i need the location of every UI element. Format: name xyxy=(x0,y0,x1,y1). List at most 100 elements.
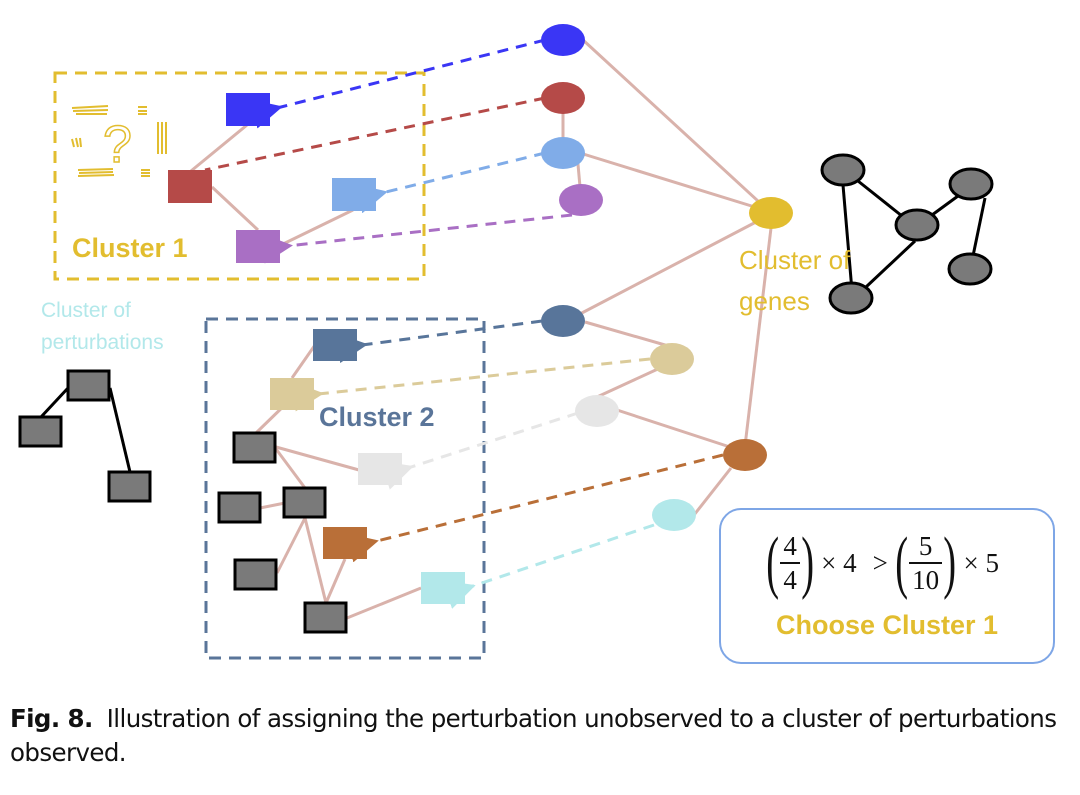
close-paren: ) xyxy=(943,524,957,601)
legend-gene-node xyxy=(820,153,866,187)
perturbation-node-dark xyxy=(233,558,278,591)
perturbation-edge xyxy=(210,185,260,232)
legend-gene-edge xyxy=(841,184,854,292)
mapping-arrow-cyan xyxy=(442,523,655,609)
legend-perturbation-edge xyxy=(108,387,132,473)
gene-edge xyxy=(596,366,661,399)
gene-edges xyxy=(561,38,773,516)
perturbation-assignment-diagram: ? Cluster 1 Cluster 2 Cluster of perturb… xyxy=(18,24,994,660)
perturbation-node-purple xyxy=(236,230,280,263)
gene-node-lightblue xyxy=(541,137,585,169)
cluster2-boundary xyxy=(204,317,486,660)
gene-edge xyxy=(579,151,759,210)
caption-text: Illustration of assigning the perturbati… xyxy=(10,704,1057,767)
cluster2-label: Cluster 2 xyxy=(319,402,435,432)
gene-node-cyan xyxy=(652,499,696,531)
figure-label: Fig. 8. xyxy=(10,704,93,733)
mapping-arrow-lightblue xyxy=(355,151,546,214)
gene-node-steel xyxy=(541,305,585,337)
gene-node-orange xyxy=(723,439,767,471)
perturbation-node-lightblue xyxy=(332,178,376,211)
gene-edge xyxy=(577,220,757,317)
cluster1-label: Cluster 1 xyxy=(72,233,188,263)
perturbation-edge xyxy=(290,344,317,379)
perturbation-node-blue xyxy=(226,93,270,126)
gene-edge xyxy=(616,408,734,450)
legend-gene-node xyxy=(948,167,994,201)
mapping-arrow-purple xyxy=(261,213,573,264)
legend-gene-edge xyxy=(971,197,987,257)
legend-perturbation-node xyxy=(66,369,111,402)
legend-gene-node xyxy=(828,281,874,315)
perturbation-edge xyxy=(275,445,360,472)
cluster-of-perturbations-label-line1: Cluster of xyxy=(41,299,131,322)
perturbation-node-dark xyxy=(232,431,277,464)
open-paren: ( xyxy=(895,524,908,601)
gene-edge xyxy=(584,320,673,349)
cluster1-boundary xyxy=(53,71,426,281)
perturbation-node-tan xyxy=(270,378,314,410)
mapping-arrow-steel xyxy=(336,319,543,364)
decision-result: Choose Cluster 1 xyxy=(775,610,999,640)
comparison-formula: ( 4 4 ) × 4 > ( 5 10 ) × 5 xyxy=(721,528,1053,598)
gene-edge xyxy=(692,467,733,516)
perturbation-edge xyxy=(274,448,307,489)
figure-caption: Fig. 8.Illustration of assigning the per… xyxy=(10,702,1075,770)
legend-gene-node xyxy=(947,252,993,286)
gene-edge xyxy=(743,227,773,447)
left-numerator: 4 xyxy=(783,530,797,561)
perturbation-node-lightgray xyxy=(358,453,402,485)
left-fraction: 4 4 xyxy=(780,532,800,594)
legend-perturbation-edge xyxy=(39,386,70,419)
perturbation-node-dark xyxy=(282,486,327,519)
right-denominator: 10 xyxy=(912,564,940,595)
gene-node-hub xyxy=(749,197,793,229)
legend-gene-edge xyxy=(931,194,959,217)
gene-node-red xyxy=(541,82,585,114)
legend-gene-edge xyxy=(857,179,903,218)
gene-edge xyxy=(581,38,773,215)
mapping-arrow-blue xyxy=(250,38,546,129)
right-fraction: 5 10 xyxy=(909,530,943,595)
question-mark: ? xyxy=(103,116,132,174)
perturbation-edge xyxy=(346,586,422,620)
perturbation-edge xyxy=(190,123,248,173)
mapping-arrow-red xyxy=(204,96,546,172)
left-denominator: 4 xyxy=(783,564,797,595)
cluster-of-genes-label-line1: Cluster of xyxy=(739,245,851,275)
perturbation-edge xyxy=(275,517,307,574)
perturbation-node-dark xyxy=(217,491,262,524)
mapping-arrow-orange xyxy=(346,453,724,563)
perturbation-node-cyan xyxy=(421,572,465,604)
perturbation-node-orange xyxy=(323,527,367,559)
right-numerator: 5 xyxy=(918,530,933,561)
decision-formula-box: ( 4 4 ) × 4 > ( 5 10 ) × 5 Choose Cluste… xyxy=(719,508,1055,664)
legend-gene-node xyxy=(894,208,940,242)
legend-gene-edge xyxy=(864,239,917,289)
perturbation-node-red xyxy=(168,170,212,203)
legend-perturbation-node xyxy=(107,470,152,503)
mapping-arrow-gray xyxy=(380,411,579,490)
perturbation-edges xyxy=(190,123,422,620)
perturbation-edge xyxy=(324,558,347,604)
fraction-bar xyxy=(909,562,943,564)
close-paren: ) xyxy=(801,524,814,601)
right-multiplier: × 5 xyxy=(963,547,999,578)
left-multiplier: × 4 xyxy=(821,547,857,578)
gene-node-blue xyxy=(541,24,585,56)
cluster-of-perturbations-label-line2: perturbations xyxy=(41,331,164,354)
perturbation-node-steel xyxy=(313,329,357,361)
perturbation-edge xyxy=(303,517,328,604)
gene-node-gray xyxy=(575,395,619,427)
gene-node-purple xyxy=(559,184,603,216)
comparator: > xyxy=(872,547,888,578)
gene-node-tan xyxy=(650,343,694,375)
cluster-of-genes-label-line2: genes xyxy=(739,286,810,316)
fraction-bar xyxy=(780,562,800,564)
perturbation-edge xyxy=(259,501,286,510)
open-paren: ( xyxy=(766,524,780,601)
question-mark-doodle xyxy=(71,105,167,177)
perturbation-edge xyxy=(280,208,354,247)
legend-perturbation-node xyxy=(18,415,63,448)
perturbation-node-dark xyxy=(303,601,348,634)
